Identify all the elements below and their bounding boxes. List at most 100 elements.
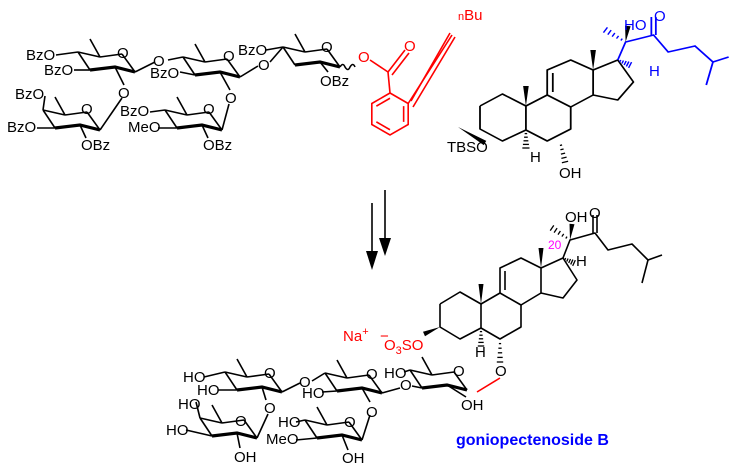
bond (226, 58, 241, 78)
label: O (235, 413, 247, 430)
ester-o: O (358, 49, 370, 66)
bond (79, 124, 87, 139)
bond (243, 419, 258, 439)
side-chain-methyl (712, 56, 729, 63)
bond (321, 390, 338, 393)
hash-stroke (623, 60, 627, 66)
hash-stroke (557, 230, 561, 235)
wedge-bond (478, 284, 484, 304)
label: H (530, 149, 541, 166)
product-name: goniopectenoside B (456, 432, 609, 449)
bond (199, 417, 213, 437)
pyranose-ring (304, 406, 363, 442)
wedge-bond (625, 25, 631, 42)
label: O (453, 363, 465, 380)
bond (281, 382, 301, 393)
methyl-bond (194, 43, 206, 63)
hash-stroke (559, 144, 563, 147)
hashed-bond (559, 144, 569, 164)
ring-a (479, 93, 527, 142)
pyranose-ring (199, 404, 258, 440)
methyl-bond (54, 96, 66, 116)
hash-stroke (565, 236, 568, 239)
label: H (475, 344, 486, 361)
sulfate-charge: − (380, 328, 389, 345)
label: HO (166, 422, 189, 439)
aromatic-inner-bond (375, 121, 391, 131)
hash-stroke (625, 61, 630, 67)
label: O (366, 366, 378, 383)
hash-stroke (602, 26, 609, 34)
bond (201, 124, 209, 139)
label: OH (559, 165, 582, 182)
bond (77, 51, 101, 58)
ring-b (480, 292, 522, 340)
label: O (366, 404, 378, 421)
bond (99, 53, 123, 58)
sulfate-subscript: 3 (396, 345, 402, 357)
hashed-bond (477, 330, 485, 347)
ring-front-bond (236, 385, 283, 394)
hash-stroke (621, 60, 625, 64)
bond (185, 429, 213, 437)
bond (412, 36, 456, 108)
bond (295, 419, 306, 423)
label: BzO (26, 47, 55, 64)
sodium-label: Na+ (343, 326, 369, 345)
butyl-text: Bu (464, 7, 482, 24)
label: O (117, 45, 129, 62)
bond (182, 56, 206, 63)
bond (195, 401, 201, 419)
wedge-bond (458, 127, 487, 146)
top-oligosaccharide-labels: BzO BzO O O O BzO BzO O O OBz O BzO BzO … (7, 39, 349, 154)
bond (346, 374, 370, 379)
ring-front-bond (421, 383, 468, 392)
bond (224, 371, 248, 378)
bond (453, 371, 468, 391)
label: OH (342, 450, 365, 467)
hash-stroke (607, 29, 612, 35)
hashed-bond (602, 26, 623, 41)
label: O (654, 8, 666, 25)
hashed-bond (496, 342, 504, 363)
hash-stroke (611, 32, 616, 37)
wedge-bond (569, 223, 575, 240)
hash-stroke (560, 152, 566, 155)
label: OH (565, 209, 588, 226)
hash-stroke (564, 257, 567, 261)
label: O (400, 377, 412, 394)
ring-d (540, 257, 578, 299)
bond (403, 369, 411, 373)
side-chain-methyl (647, 254, 663, 261)
bond (265, 46, 284, 51)
bond (369, 59, 389, 73)
bond (167, 56, 184, 61)
label: HO (278, 414, 301, 431)
bond (319, 61, 329, 73)
label: O (118, 85, 130, 102)
label: O (81, 101, 93, 118)
reaction-arrows (366, 190, 391, 270)
label: HO (183, 369, 206, 386)
bond (431, 371, 455, 376)
hashed-bond (522, 132, 530, 149)
bond (239, 65, 259, 78)
wedge-bond (523, 86, 529, 106)
label: O (344, 414, 356, 431)
label: BzO (15, 86, 44, 103)
bond (368, 374, 383, 394)
bond (224, 371, 238, 391)
alkynylbenzoate-bonds (369, 32, 456, 136)
ring-front-bond (89, 65, 136, 74)
bond (391, 52, 410, 76)
butyl-label: nBu (458, 7, 482, 24)
bond (42, 109, 66, 116)
top-steroid-labels: HO O H TBSO H OH (447, 8, 666, 182)
alkynylbenzoate-group: O O nBu (358, 7, 482, 66)
hash-stroke (561, 156, 567, 160)
bond (304, 419, 318, 439)
wavy-bond (339, 63, 356, 71)
bottom-oligosaccharide-labels: HO HO O O O HO O HO O OH O HO HO O OH O … (166, 363, 484, 467)
label: O (225, 90, 237, 107)
